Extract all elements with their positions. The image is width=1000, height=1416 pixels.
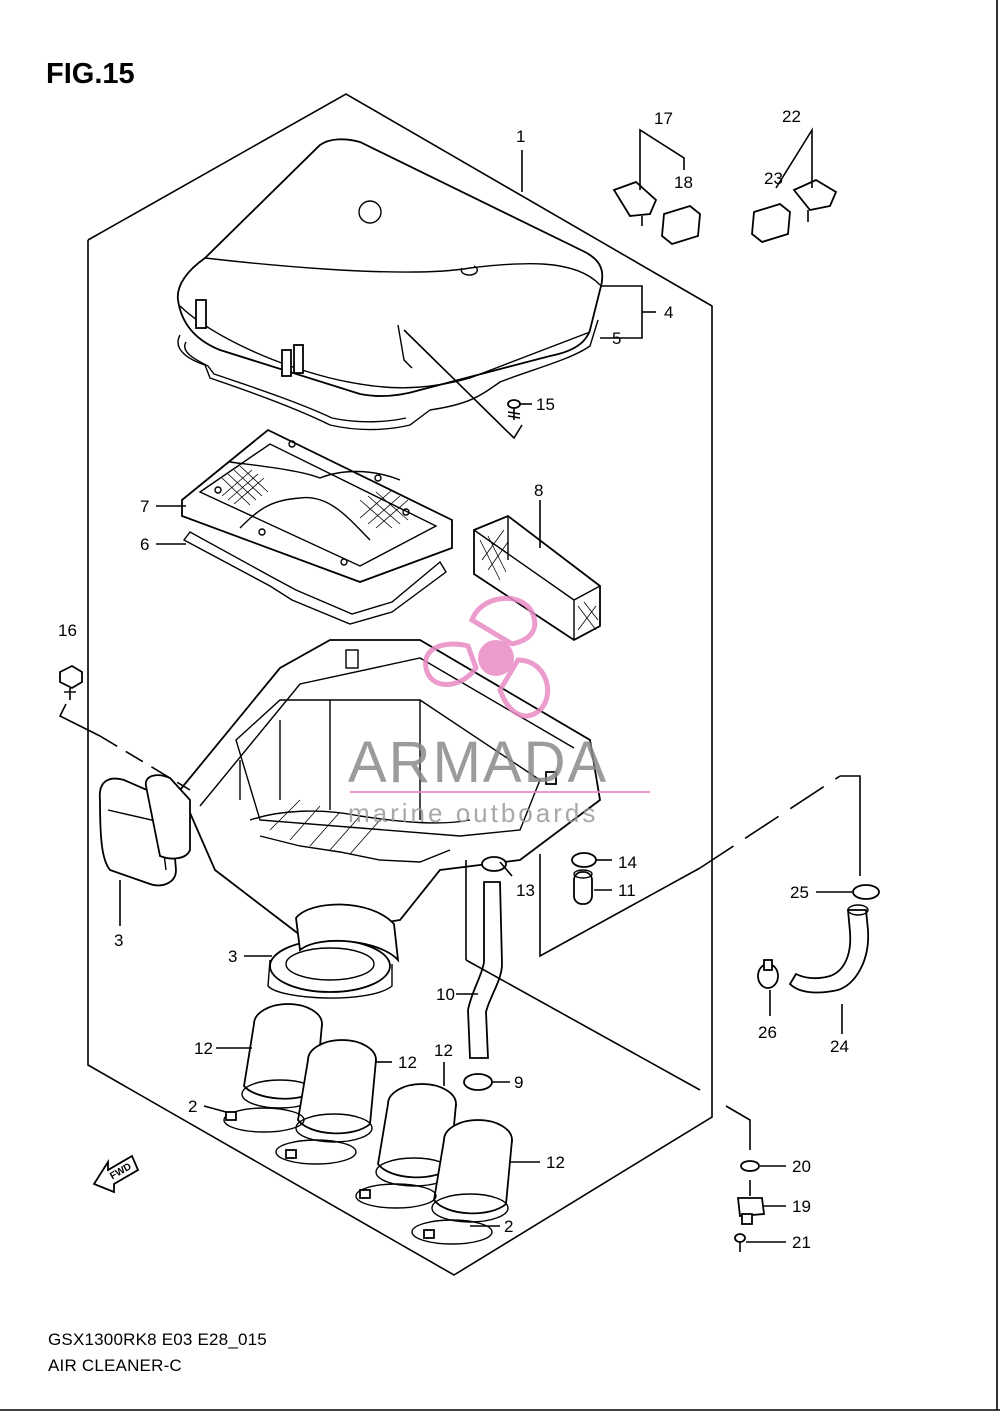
watermark-brand: ARMADA (348, 730, 608, 795)
callout-22: 22 (782, 107, 801, 126)
cover-seal-gasket (177, 319, 599, 431)
intake-duct-lower (267, 903, 400, 999)
ring-25 (852, 884, 880, 900)
clamp-pair-rear (355, 1183, 493, 1245)
callout-8: 8 (534, 481, 543, 500)
leader-bolt-16 (58, 703, 101, 737)
callout-16: 16 (58, 621, 77, 640)
cap-18 (661, 204, 701, 246)
callout-21: 21 (792, 1233, 811, 1252)
breather-hose-24 (788, 904, 869, 994)
callout-14: 14 (618, 853, 637, 872)
callout-3b: 3 (228, 947, 237, 966)
dash-leader-16 (99, 735, 191, 791)
armada-watermark: ARMADA marine outboards (348, 595, 650, 828)
callout-10: 10 (436, 985, 455, 1004)
assembly-outline (87, 93, 713, 1276)
callout-12d: 12 (546, 1153, 565, 1172)
callout-23: 23 (764, 169, 783, 188)
intake-funnel-4 (431, 1119, 513, 1223)
plug-11 (573, 869, 593, 905)
element-box-8 (473, 514, 601, 642)
air-filter-element (181, 428, 453, 583)
sensor-22 (792, 178, 838, 222)
intake-duct-left (98, 774, 191, 887)
clamp-pair-front (223, 1107, 357, 1165)
dashed-connections (465, 775, 861, 1150)
intake-funnel-1 (241, 1003, 323, 1109)
forward-direction-arrow: FWD (92, 1154, 140, 1194)
filter-mesh-right (359, 489, 409, 529)
cap-23 (751, 202, 791, 244)
callout-4: 4 (664, 303, 673, 322)
callout-17: 17 (654, 109, 673, 128)
intake-funnel-2 (295, 1039, 377, 1143)
sensor-17 (612, 180, 658, 226)
callout-7: 7 (140, 497, 149, 516)
callout-labels: 1 2 2 3 3 4 5 6 7 8 9 10 11 12 12 12 12 … (58, 107, 849, 1252)
callout-20: 20 (792, 1157, 811, 1176)
screw-21 (734, 1233, 746, 1252)
callout-5: 5 (612, 329, 621, 348)
model-code: GSX1300RK8 E03 E28_015 (48, 1330, 267, 1349)
leader-cover-screw (403, 329, 523, 440)
callout-19: 19 (792, 1197, 811, 1216)
filter-mesh-left (221, 465, 269, 506)
figure-title: FIG.15 (46, 58, 135, 90)
propeller-logo (423, 595, 551, 719)
callout-25: 25 (790, 883, 809, 902)
section-name: AIR CLEANER-C (48, 1356, 182, 1375)
leader-lines (119, 127, 852, 1243)
ring-20 (740, 1160, 760, 1172)
filter-gasket (182, 531, 447, 625)
watermark-tagline: marine outboards (348, 798, 598, 828)
callout-13: 13 (516, 881, 535, 900)
ring-14 (571, 852, 597, 868)
callout-15: 15 (536, 395, 555, 414)
callout-12b: 12 (398, 1053, 417, 1072)
callout-12c: 12 (434, 1041, 453, 1060)
sensor-19 (736, 1180, 766, 1225)
screw-15 (507, 399, 521, 420)
o-ring-9 (463, 1073, 493, 1091)
callout-3a: 3 (114, 931, 123, 950)
cover-seal-inner (184, 341, 407, 423)
bolt-16 (59, 664, 83, 700)
callout-18: 18 (674, 173, 693, 192)
callout-11: 11 (618, 881, 636, 900)
air-cleaner-cover (176, 138, 604, 397)
callout-12a: 12 (194, 1039, 213, 1058)
callout-9: 9 (514, 1073, 523, 1092)
callout-2b: 2 (504, 1217, 513, 1236)
callout-2a: 2 (188, 1097, 197, 1116)
callout-26: 26 (758, 1023, 777, 1042)
ring-13 (481, 856, 507, 872)
callout-24: 24 (830, 1037, 849, 1056)
callout-1: 1 (516, 127, 525, 146)
clip-26 (757, 959, 779, 989)
callout-6: 6 (140, 535, 149, 554)
